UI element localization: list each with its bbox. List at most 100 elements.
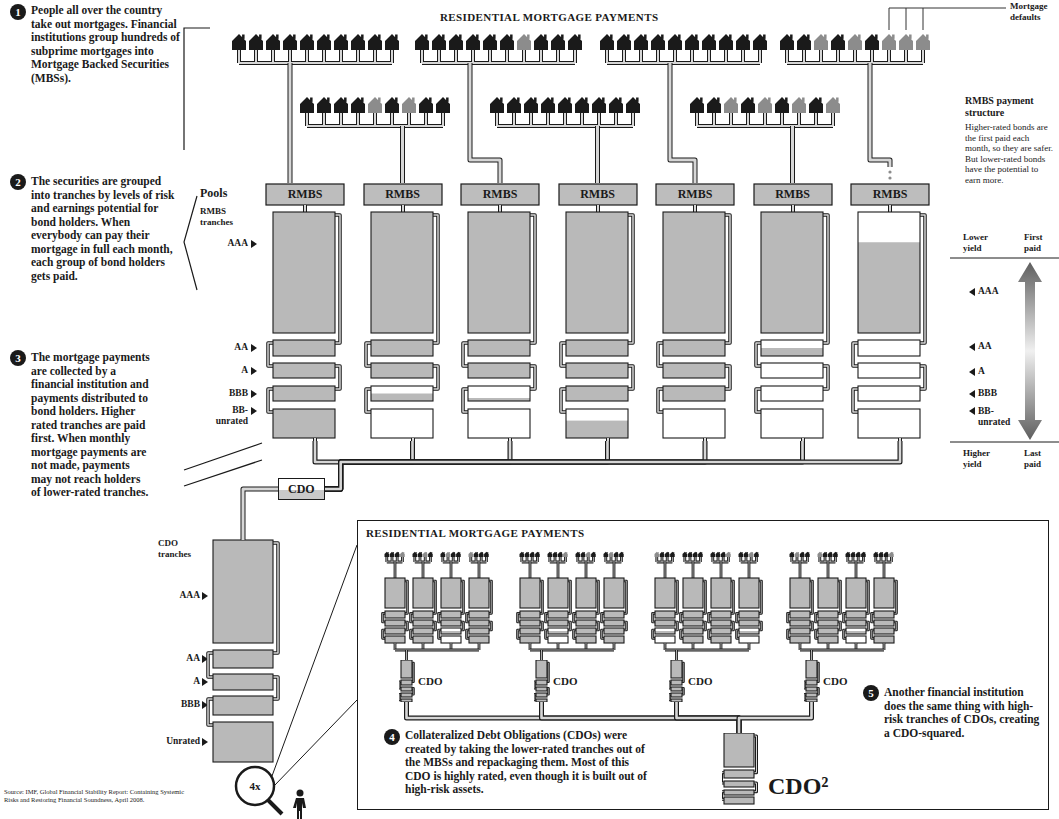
- label-slot: 2: [10, 175, 26, 189]
- tranche-section: [806, 660, 817, 678]
- tranche-section: [520, 611, 540, 618]
- house: [418, 552, 423, 557]
- pipe-core: [415, 557, 431, 562]
- rmbs-pool: RMBS: [850, 183, 930, 441]
- magnifier-label: 4x: [243, 779, 267, 793]
- overflow-pipe: [756, 343, 761, 366]
- tranche-fill: [874, 620, 894, 626]
- pipe-group: [325, 441, 413, 489]
- house: [548, 552, 553, 557]
- house: [390, 552, 395, 557]
- tranche-fill: [711, 636, 731, 643]
- pipe-core: [792, 557, 808, 562]
- tranche-section: [441, 636, 461, 643]
- magnifier-lens: [236, 767, 274, 805]
- tranche-label: BBB: [978, 388, 997, 399]
- pipe-core: [273, 543, 278, 653]
- pipe-core: [422, 50, 575, 63]
- house: [432, 34, 446, 50]
- tranche-section: [273, 340, 335, 356]
- tranche-fill: [761, 348, 823, 356]
- label-slot: AAA: [200, 238, 248, 249]
- cdo-tank: CDO: [804, 660, 847, 702]
- overflow-pipe: [756, 389, 761, 412]
- tranche-fill: [663, 340, 725, 356]
- overflow-pipe: [433, 366, 438, 389]
- tranche-section: [401, 687, 412, 691]
- house: [449, 34, 463, 50]
- overflow-pipe: [823, 366, 828, 389]
- pool-tank: [655, 183, 735, 441]
- pipe-core: [828, 562, 829, 578]
- house-comb: [876, 557, 892, 562]
- tranche-fill: [469, 578, 489, 608]
- pipe-connector: [542, 702, 740, 733]
- house: [724, 97, 738, 113]
- house: [490, 97, 504, 113]
- tranche-section: [846, 611, 866, 618]
- tranche-fill: [566, 340, 628, 356]
- house: [899, 34, 913, 50]
- tranche-label: AAA: [978, 286, 999, 297]
- tranche-fill: [724, 781, 754, 787]
- house: [736, 34, 750, 50]
- tranche-label: AAA: [150, 590, 200, 601]
- pool-box: [656, 184, 734, 205]
- tranche-section: [371, 409, 433, 438]
- pipe-connector: [325, 441, 900, 489]
- house: [249, 34, 263, 50]
- tranche-section: [739, 636, 759, 643]
- house-comb: [607, 50, 760, 63]
- callout-circle: [10, 4, 26, 20]
- house-comb: [787, 50, 923, 63]
- tranche-fill: [371, 340, 433, 356]
- house: [795, 552, 800, 557]
- tranche-fill: [536, 687, 547, 691]
- pipe-core: [268, 343, 273, 366]
- feed-pipe: [400, 126, 405, 183]
- collector-pipe: [540, 650, 543, 660]
- tranche-section: [739, 578, 759, 608]
- tranche-section: [469, 636, 489, 643]
- tranche-fill: [874, 578, 894, 608]
- node-text: CDO: [688, 660, 712, 688]
- step-text: Collateralized Debt Obligations (CDOs) w…: [405, 729, 655, 797]
- tranche-fill: [468, 340, 530, 356]
- tranche-section: [385, 620, 405, 626]
- house-comb: [307, 113, 443, 126]
- label-slot: AAA: [150, 590, 200, 601]
- node-text: RMBS: [460, 183, 540, 201]
- house: [402, 97, 416, 113]
- house: [634, 34, 648, 50]
- label-slot: A: [200, 365, 248, 376]
- tranche-section: [536, 680, 547, 685]
- pipe-core: [597, 205, 599, 212]
- tranche-fill: [604, 620, 624, 626]
- tranche-fill: [213, 650, 273, 668]
- step-text: Another financial institution does the s…: [884, 686, 1044, 740]
- house: [413, 552, 418, 557]
- tranche-section: [806, 699, 817, 702]
- axis-label: Lower yield: [963, 232, 1003, 253]
- axis-label: Last paid: [1024, 448, 1056, 469]
- label-slot: BBB: [978, 388, 997, 399]
- tranche-section: [655, 611, 675, 618]
- overflow-pipe: [463, 343, 468, 366]
- tranche-section: [761, 340, 823, 356]
- tranche-section: [724, 790, 754, 795]
- feed-pipe: [664, 562, 667, 578]
- pipe-core: [756, 389, 761, 412]
- tranche-fill: [401, 687, 412, 691]
- tranche-section: [806, 680, 817, 685]
- house: [707, 97, 721, 113]
- tranche-section: [548, 628, 568, 634]
- feed-pipe: [790, 126, 795, 183]
- house: [693, 552, 698, 557]
- house: [856, 552, 861, 557]
- house: [385, 97, 399, 113]
- pool-box: [851, 184, 929, 205]
- house: [753, 34, 767, 50]
- collector-pipe: [675, 650, 678, 660]
- tranche-fill: [711, 578, 731, 608]
- tranche-fill: [655, 620, 675, 626]
